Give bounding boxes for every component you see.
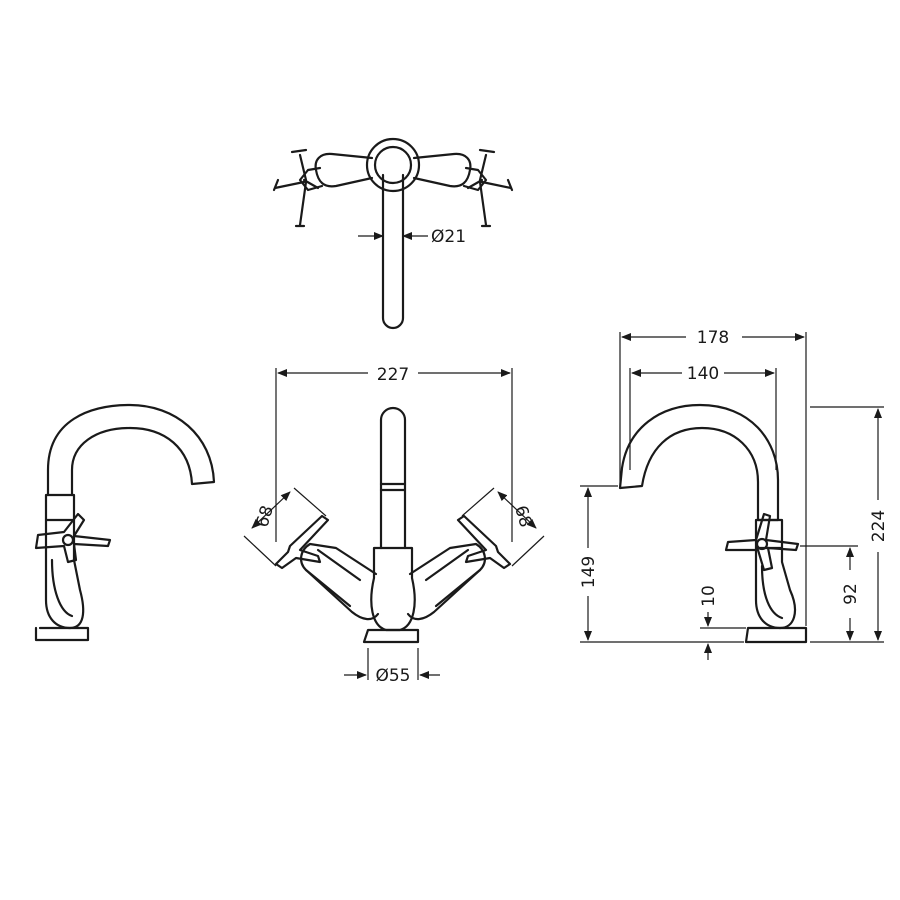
plan-view bbox=[272, 137, 514, 330]
spout-diameter-dimension: Ø21 bbox=[358, 227, 466, 247]
left-side-view bbox=[34, 403, 216, 642]
spout-height-dimension: 149 bbox=[579, 485, 744, 643]
overall-width-label: 227 bbox=[377, 365, 409, 385]
overall-height-dimension: 224 bbox=[810, 406, 889, 643]
right-handle-dimension: 68 bbox=[461, 487, 545, 567]
overall-depth-label: 178 bbox=[697, 328, 729, 348]
spout-height-label: 149 bbox=[579, 556, 599, 588]
base-thickness-label: 10 bbox=[699, 585, 719, 607]
spout-diameter-label: Ø21 bbox=[431, 227, 466, 247]
front-view bbox=[274, 406, 512, 644]
spout-reach-dimension: 140 bbox=[629, 364, 777, 470]
base-diameter-label: Ø55 bbox=[375, 666, 410, 686]
base-thickness-dimension: 10 bbox=[699, 585, 746, 660]
handle-height-label: 92 bbox=[841, 583, 861, 605]
spout-reach-label: 140 bbox=[687, 364, 719, 384]
right-side-view bbox=[618, 403, 808, 644]
overall-width-dimension: 227 bbox=[275, 365, 513, 542]
base-diameter-dimension: Ø55 bbox=[344, 648, 440, 686]
overall-height-label: 224 bbox=[869, 510, 889, 542]
right-handle-label: 68 bbox=[510, 503, 535, 530]
handle-height-dimension: 92 bbox=[800, 545, 861, 641]
overall-depth-dimension: 178 bbox=[619, 328, 807, 626]
